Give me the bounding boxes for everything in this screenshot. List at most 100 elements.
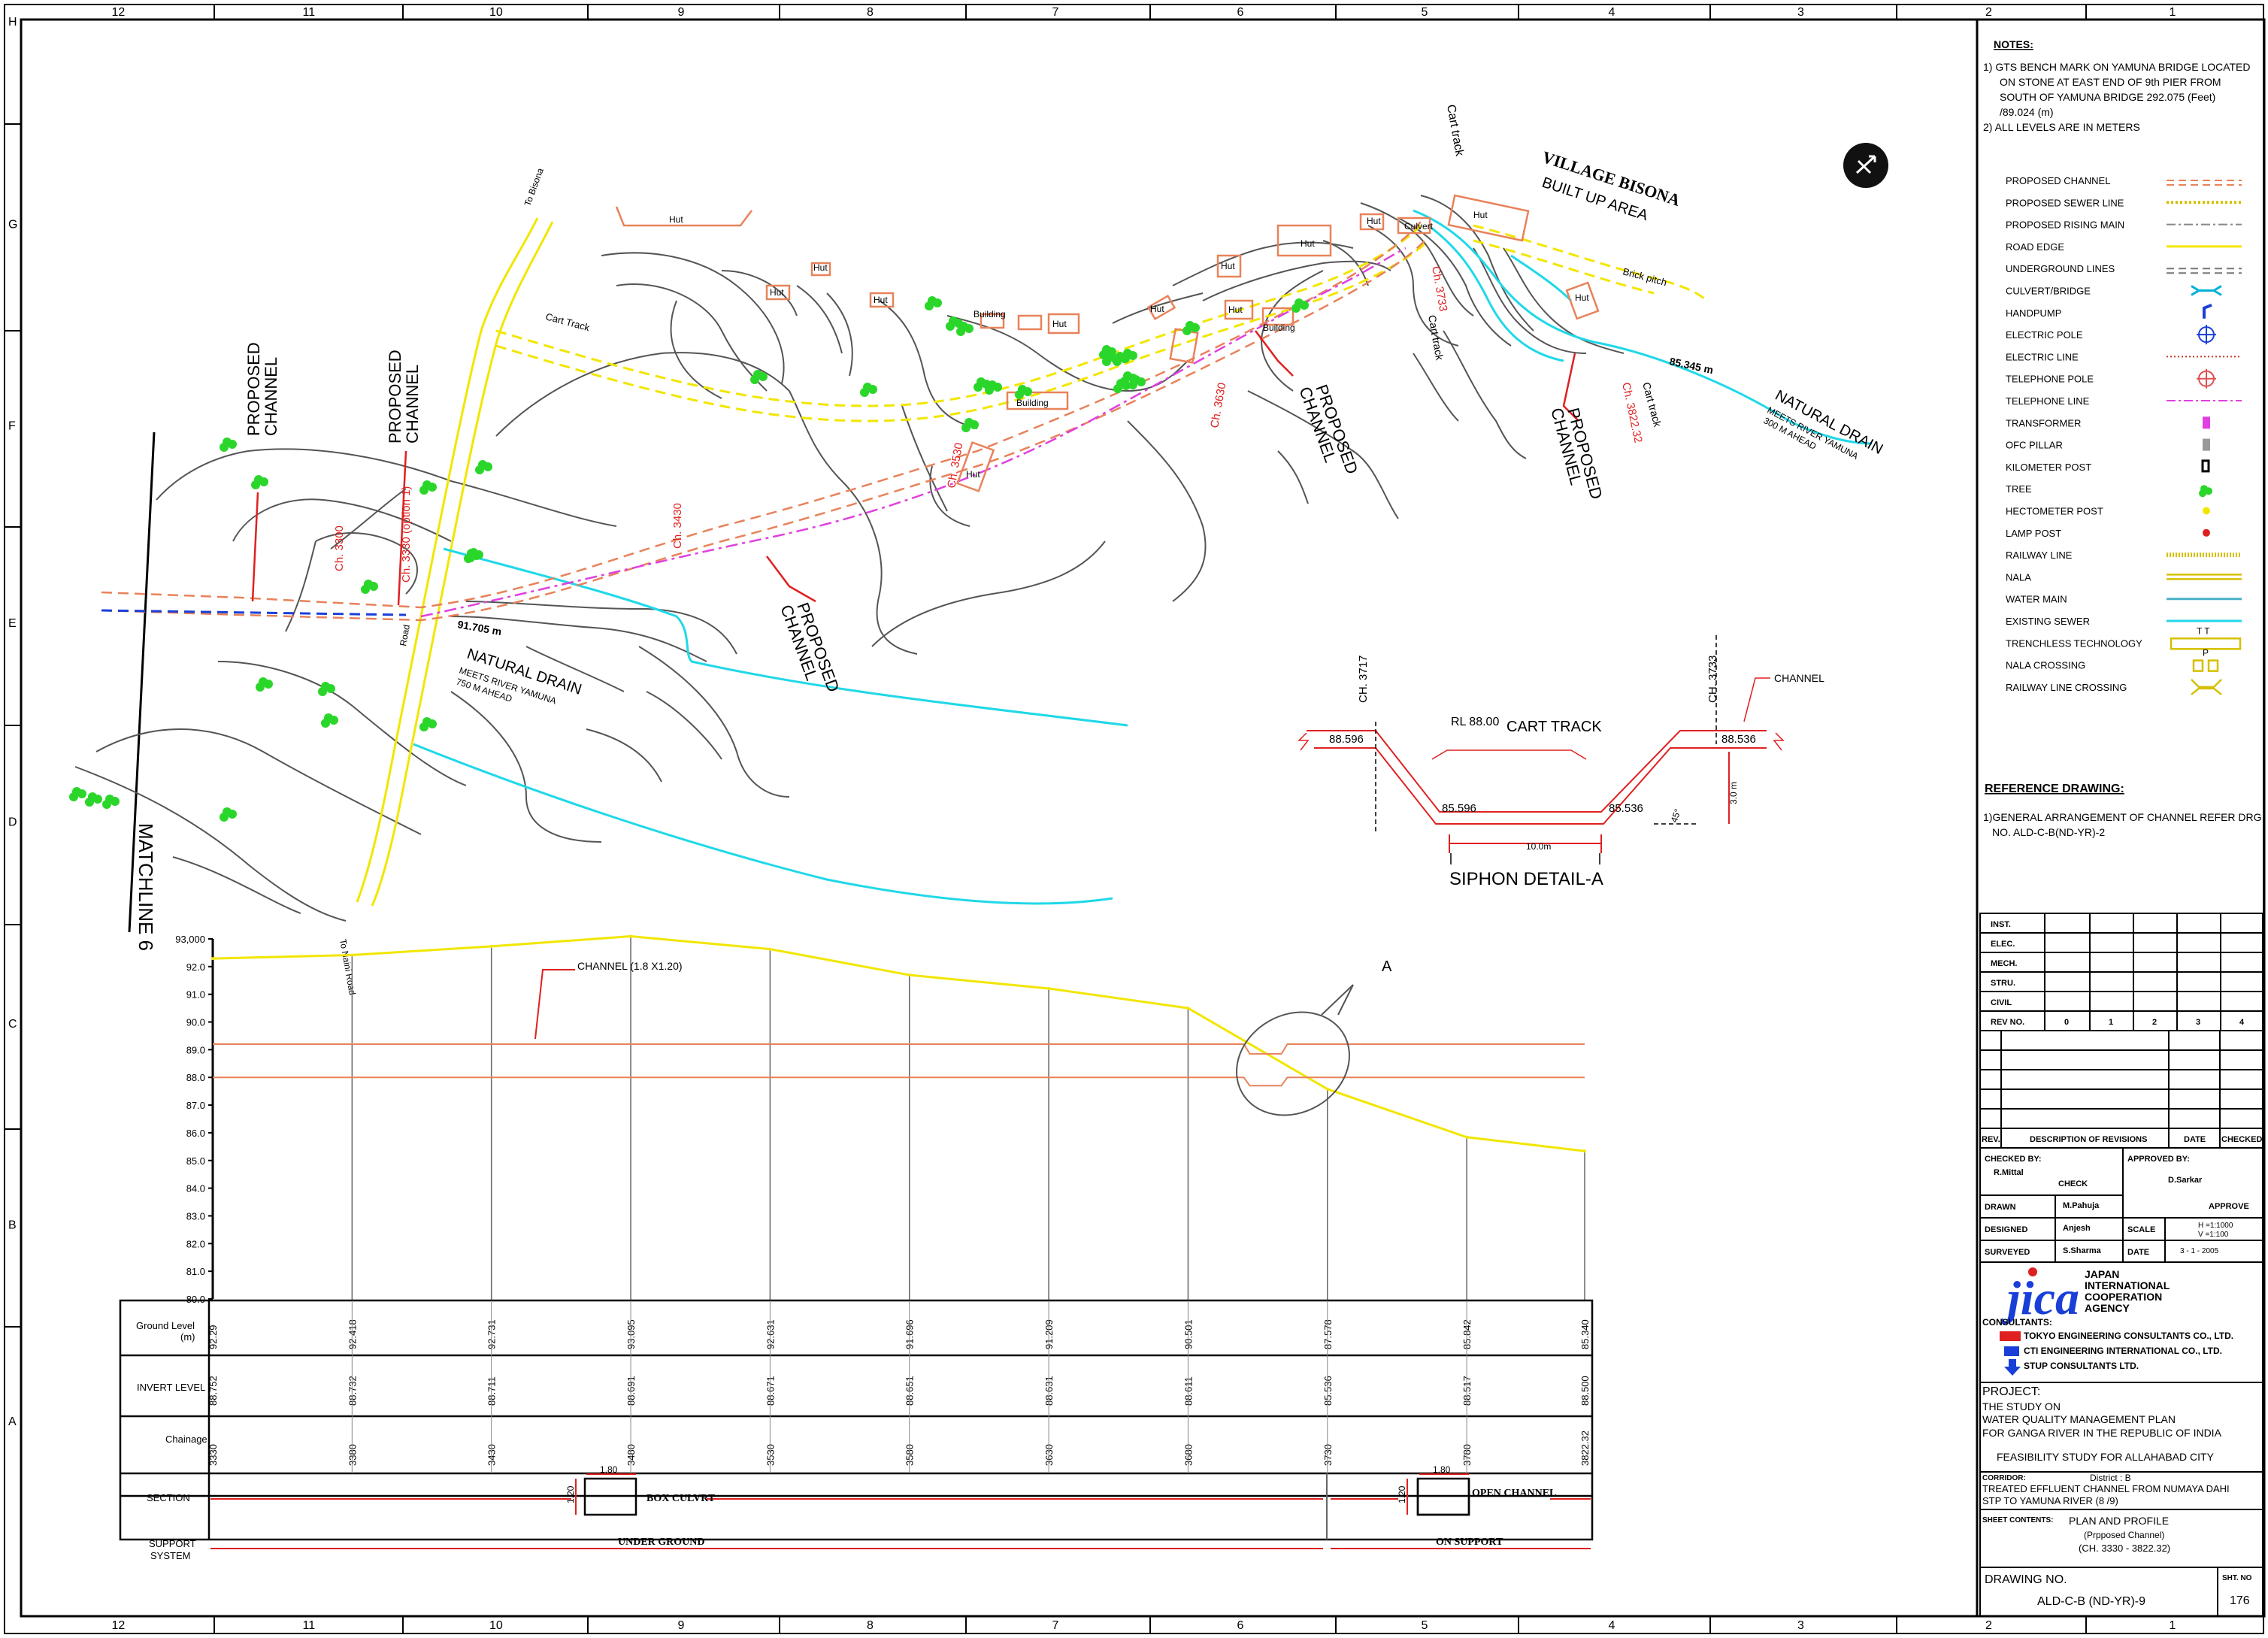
drawn-label: DRAWN bbox=[1985, 1203, 2016, 1212]
chainage-value: 3822.32 bbox=[1579, 1431, 1591, 1466]
legend-item: ELECTRIC POLE bbox=[2006, 325, 2216, 345]
legend-item: KILOMETER POST bbox=[2006, 459, 2210, 473]
legend-label: PROPOSED RISING MAIN bbox=[2006, 220, 2124, 231]
road-label: Road bbox=[398, 624, 412, 647]
column-ref-top: 7 bbox=[1052, 6, 1059, 19]
profile-table-values: 92.2988.752333092.41888.732338092.73188.… bbox=[207, 1300, 1591, 1473]
y-tick-label: 88.0 bbox=[186, 1072, 205, 1083]
siphon-marker-leader bbox=[1321, 984, 1354, 1016]
ground-level-point bbox=[1465, 1135, 1469, 1139]
drawing-no-label: DRAWING NO. bbox=[1985, 1573, 2067, 1586]
chainage-3733: Ch. 3733 bbox=[1429, 265, 1449, 313]
north-arrow-icon bbox=[1843, 143, 1888, 188]
tree-icon bbox=[419, 717, 437, 731]
ground-level-point bbox=[489, 944, 493, 948]
rev-checked-label: CHECKED bbox=[2221, 1135, 2262, 1144]
level-right: 85.345 m bbox=[1668, 355, 1714, 376]
to-naini-road-label: To Naini Road bbox=[338, 938, 358, 996]
ground-level-value: 85.340 bbox=[1579, 1319, 1591, 1349]
note-line-2: ON STONE AT EAST END OF 9th PIER FROM bbox=[2000, 76, 2221, 88]
row-label-system: SYSTEM bbox=[150, 1550, 190, 1561]
tree-icon bbox=[256, 677, 273, 692]
annotation-leaders bbox=[251, 330, 1579, 606]
hut-label-3: Hut bbox=[770, 287, 784, 298]
legend-label: NALA bbox=[2006, 571, 2031, 583]
sheet-contents-label: SHEET CONTENTS: bbox=[1982, 1516, 2053, 1524]
surveyed-label: SURVEYED bbox=[1985, 1248, 2030, 1257]
chainage-3300: Ch. 3300 bbox=[333, 525, 346, 571]
legend-label: WATER MAIN bbox=[2006, 594, 2067, 605]
sec-h-left: 1.20 bbox=[565, 1485, 576, 1503]
siphon-ch-right: CH. 3733 bbox=[1706, 656, 1719, 703]
y-tick-label: 85.0 bbox=[186, 1155, 205, 1167]
siphon-detail: CH. 3717 CH. 3733 CHANNEL RL 88.00 CART … bbox=[1298, 635, 1824, 889]
tree-icon bbox=[321, 713, 338, 728]
rev-col-3: 3 bbox=[2196, 1018, 2200, 1027]
y-tick-label: 80.0 bbox=[186, 1294, 205, 1305]
level-left: 91.705 m bbox=[456, 618, 502, 637]
approve-label: APPROVE bbox=[2209, 1202, 2249, 1211]
date-label: DATE bbox=[2127, 1248, 2149, 1257]
longitudinal-profile: 93,00092.091.090.089.088.087.086.085.084… bbox=[175, 934, 1586, 1305]
column-ref-bottom: 8 bbox=[867, 1619, 874, 1632]
legend-label: LAMP POST bbox=[2006, 528, 2061, 539]
drawn-name: M.Pahuja bbox=[2063, 1201, 2100, 1210]
tree-icon bbox=[85, 792, 102, 807]
legend-item: ROAD EDGE bbox=[2006, 241, 2242, 253]
ground-level-point bbox=[768, 947, 772, 951]
legend-item: WATER MAIN bbox=[2006, 594, 2242, 605]
rev-col-0: 0 bbox=[2064, 1018, 2069, 1027]
y-tick-label: 81.0 bbox=[186, 1266, 205, 1277]
rev-row-inst: INST. bbox=[1991, 920, 2011, 929]
legend-label: ELECTRIC POLE bbox=[2006, 329, 2083, 341]
jica-logo-dot bbox=[2028, 1267, 2037, 1276]
rev-row-civil: CIVIL bbox=[1991, 998, 2012, 1007]
corridor-line-2: STP TO YAMUNA RIVER (8 /9) bbox=[1982, 1495, 2118, 1506]
legend-item: PROPOSED RISING MAIN bbox=[2006, 220, 2242, 231]
project-label: PROJECT: bbox=[1982, 1385, 2040, 1398]
brick-pitch-label: Brick pitch bbox=[1622, 265, 1668, 288]
legend-label: EXISTING SEWER bbox=[2006, 616, 2090, 627]
column-ref-top: 12 bbox=[112, 6, 126, 19]
rev-row-stru: STRU. bbox=[1991, 979, 2015, 988]
to-bisona-label: To Bisona bbox=[522, 166, 546, 207]
legend-item: LAMP POST bbox=[2006, 528, 2210, 539]
column-ref-top: 3 bbox=[1797, 6, 1804, 19]
y-tick-label: 89.0 bbox=[186, 1044, 205, 1055]
legend-label: TELEPHONE LINE bbox=[2006, 395, 2090, 407]
tree-icon bbox=[220, 438, 237, 452]
proposed-channel-label-1b: CHANNEL bbox=[262, 357, 280, 436]
on-support-label: ON SUPPORT bbox=[1436, 1537, 1503, 1548]
corridor-label: CORRIDOR: bbox=[1982, 1474, 2026, 1482]
consultant-1: TOKYO ENGINEERING CONSULTANTS CO., LTD. bbox=[2024, 1331, 2233, 1341]
chainage-3630: Ch. 3630 bbox=[1208, 382, 1228, 429]
column-ref-bottom: 9 bbox=[678, 1619, 685, 1632]
surveyed-name: S.Sharma bbox=[2063, 1246, 2102, 1255]
profile-chainage-lines bbox=[351, 936, 1585, 1300]
channel-label: CHANNEL (1.8 X1.20) bbox=[577, 960, 683, 972]
legend-label: ROAD EDGE bbox=[2006, 241, 2064, 253]
legend-item: EXISTING SEWER bbox=[2006, 616, 2242, 627]
row-ref: H bbox=[8, 16, 17, 29]
approved-by-label: APPROVED BY: bbox=[2127, 1155, 2190, 1164]
drawing-no: ALD-C-B (ND-YR)-9 bbox=[2037, 1595, 2145, 1608]
reference-line-1: 1)GENERAL ARRANGEMENT OF CHANNEL REFER D… bbox=[1983, 811, 2262, 823]
agency-name-2: INTERNATIONAL bbox=[2085, 1279, 2170, 1291]
invert-level-value: 88.500 bbox=[1579, 1376, 1591, 1406]
column-ref-top: 2 bbox=[1985, 6, 1992, 19]
tree-icon bbox=[1102, 352, 1119, 366]
box-culvert-label: BOX CULVRT bbox=[646, 1493, 716, 1504]
legend-item: PROPOSED SEWER LINE bbox=[2006, 197, 2242, 208]
signoff-table: CHECKED BY: R.Mittal CHECK APPROVED BY: … bbox=[1979, 1147, 2263, 1263]
tec-logo-icon bbox=[2000, 1331, 2021, 1341]
legend-item: TREE bbox=[2006, 483, 2212, 498]
trees bbox=[69, 296, 1309, 822]
siphon-lvl-bot-left: 85.596 bbox=[1442, 802, 1476, 815]
reference-line-2: NO. ALD-C-B(ND-YR)-2 bbox=[1992, 826, 2105, 838]
rev-col-1: 1 bbox=[2109, 1018, 2113, 1027]
legend-label: NALA CROSSING bbox=[2006, 660, 2085, 671]
tree-icon bbox=[1015, 385, 1032, 399]
siphon-ch-left: CH. 3717 bbox=[1357, 656, 1370, 703]
